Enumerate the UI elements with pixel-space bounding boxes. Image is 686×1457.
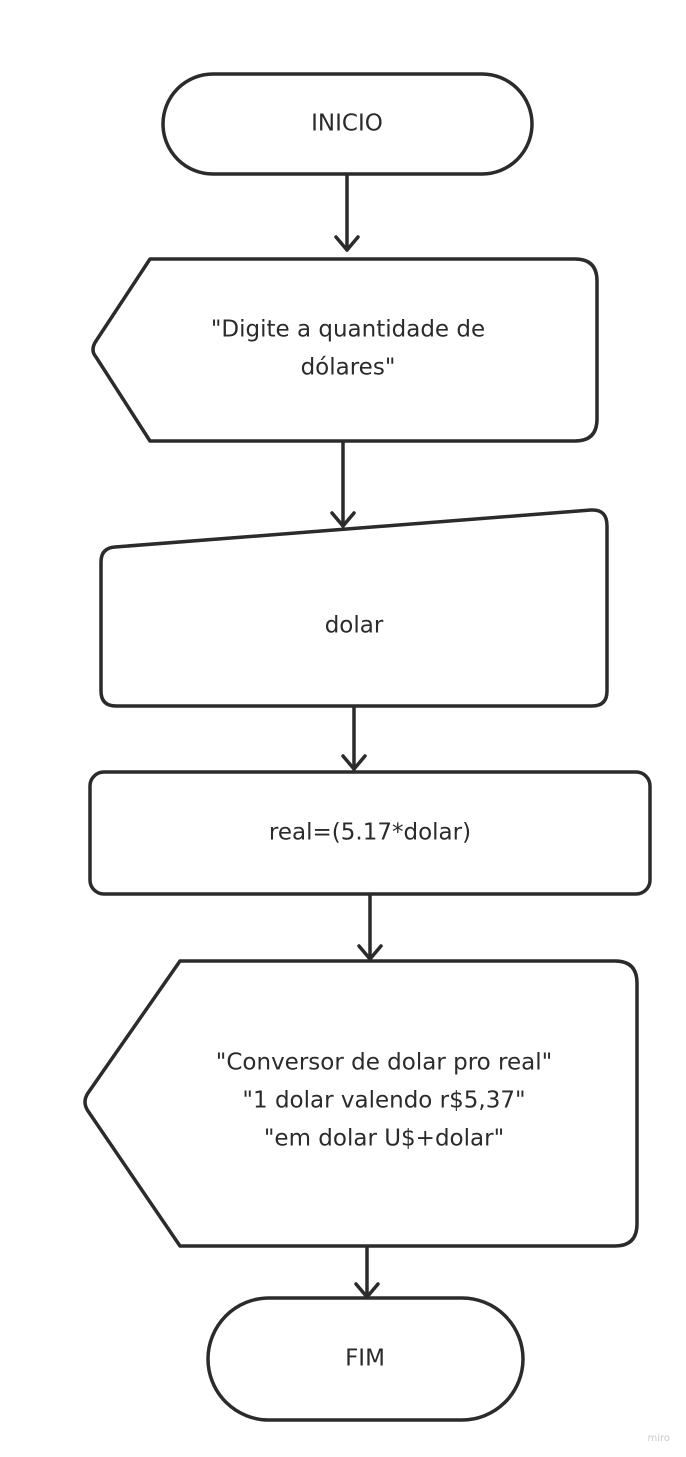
node-output-label-line3: "em dolar U$+dolar" bbox=[264, 1126, 504, 1152]
node-process: real=(5.17*dolar) bbox=[88, 770, 652, 896]
node-prompt-label-line2: dólares" bbox=[301, 355, 396, 381]
node-output: "Conversor de dolar pro real" "1 dolar v… bbox=[83, 959, 639, 1248]
node-end-label: FIM bbox=[345, 1346, 385, 1372]
node-output-label-line1: "Conversor de dolar pro real" bbox=[216, 1050, 552, 1076]
node-prompt-label-line1: "Digite a quantidade de bbox=[211, 317, 485, 343]
end-terminal-shape bbox=[206, 1296, 525, 1422]
node-output-label-line2: "1 dolar valendo r$5,37" bbox=[242, 1088, 525, 1114]
node-start-label: INICIO bbox=[311, 111, 383, 137]
node-input: dolar bbox=[99, 508, 609, 708]
node-start: INICIO bbox=[161, 72, 534, 176]
process-shape bbox=[88, 770, 652, 896]
node-input-label: dolar bbox=[325, 613, 384, 639]
edge-input-process bbox=[341, 705, 367, 771]
node-end: FIM bbox=[206, 1296, 525, 1422]
input-manual-shape bbox=[99, 508, 609, 708]
output-display-shape bbox=[83, 959, 639, 1248]
edge-process-output bbox=[357, 894, 383, 961]
node-prompt: "Digite a quantidade de dólares" bbox=[91, 257, 599, 443]
start-terminal-shape bbox=[161, 72, 534, 176]
node-process-label: real=(5.17*dolar) bbox=[269, 820, 471, 846]
edge-output-end bbox=[354, 1245, 380, 1299]
edge-prompt-input bbox=[330, 439, 356, 528]
miro-watermark: miro bbox=[647, 1433, 670, 1444]
edge-start-prompt bbox=[334, 173, 360, 252]
prompt-display-shape bbox=[91, 257, 599, 443]
